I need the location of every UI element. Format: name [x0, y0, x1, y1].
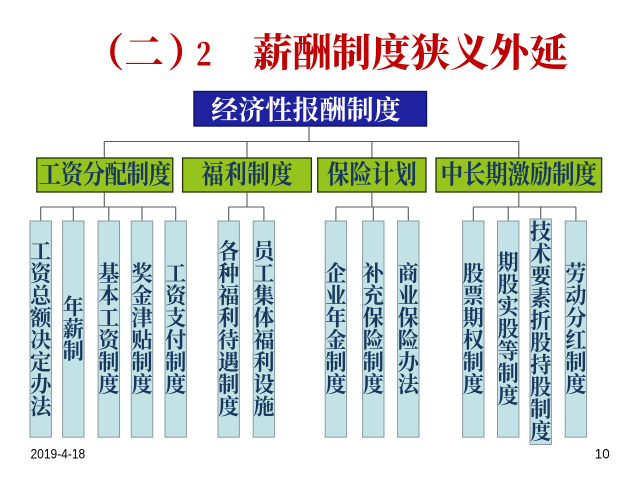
svg-text:2019-4-18: 2019-4-18	[31, 446, 86, 462]
svg-text:10: 10	[595, 446, 610, 462]
